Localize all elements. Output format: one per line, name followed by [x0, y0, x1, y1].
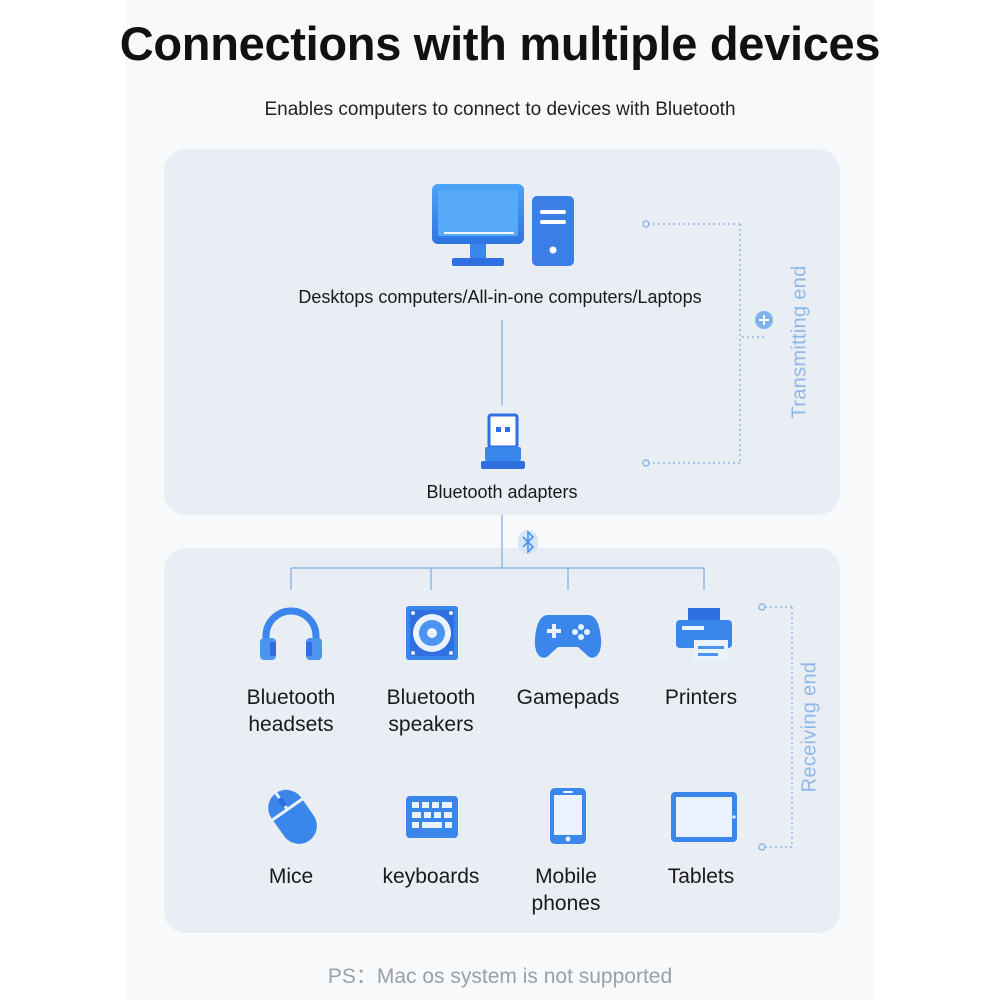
keyboard-icon	[406, 796, 458, 838]
mobile-phone-icon	[550, 788, 586, 844]
transmitting-end-label: Transmitting end	[788, 265, 811, 419]
headphones-icon	[260, 607, 322, 660]
page-subtitle: Enables computers to connect to devices …	[264, 99, 736, 120]
device-label-tablets: Tablets	[667, 865, 735, 888]
tablet-icon	[671, 792, 737, 842]
page-title: Connections with multiple devices	[119, 17, 881, 70]
receiving-end-label: Receiving end	[798, 661, 821, 793]
desktop-computer-icon	[432, 184, 574, 266]
receiving-bracket	[765, 606, 793, 848]
transmitting-bracket	[648, 223, 764, 464]
device-label-printers: Printers	[664, 686, 738, 709]
right-margin	[875, 0, 1000, 1000]
adapter-label: Bluetooth adapters	[426, 482, 578, 502]
device-label-gamepads: Gamepads	[516, 686, 620, 709]
footer-note: PS：Mac os system is not supported	[327, 965, 673, 988]
printer-icon	[676, 608, 732, 662]
device-label-keyboards: keyboards	[382, 865, 480, 888]
device-label-mice: Mice	[268, 865, 314, 888]
bluetooth-icon	[518, 530, 538, 554]
usb-adapter-icon	[481, 413, 525, 469]
left-margin	[0, 0, 125, 1000]
speaker-icon	[406, 606, 458, 660]
host-label: Desktops computers/All-in-one computers/…	[298, 287, 702, 307]
gamepad-icon	[534, 615, 602, 658]
mouse-icon	[268, 789, 317, 844]
plus-icon	[755, 311, 773, 329]
